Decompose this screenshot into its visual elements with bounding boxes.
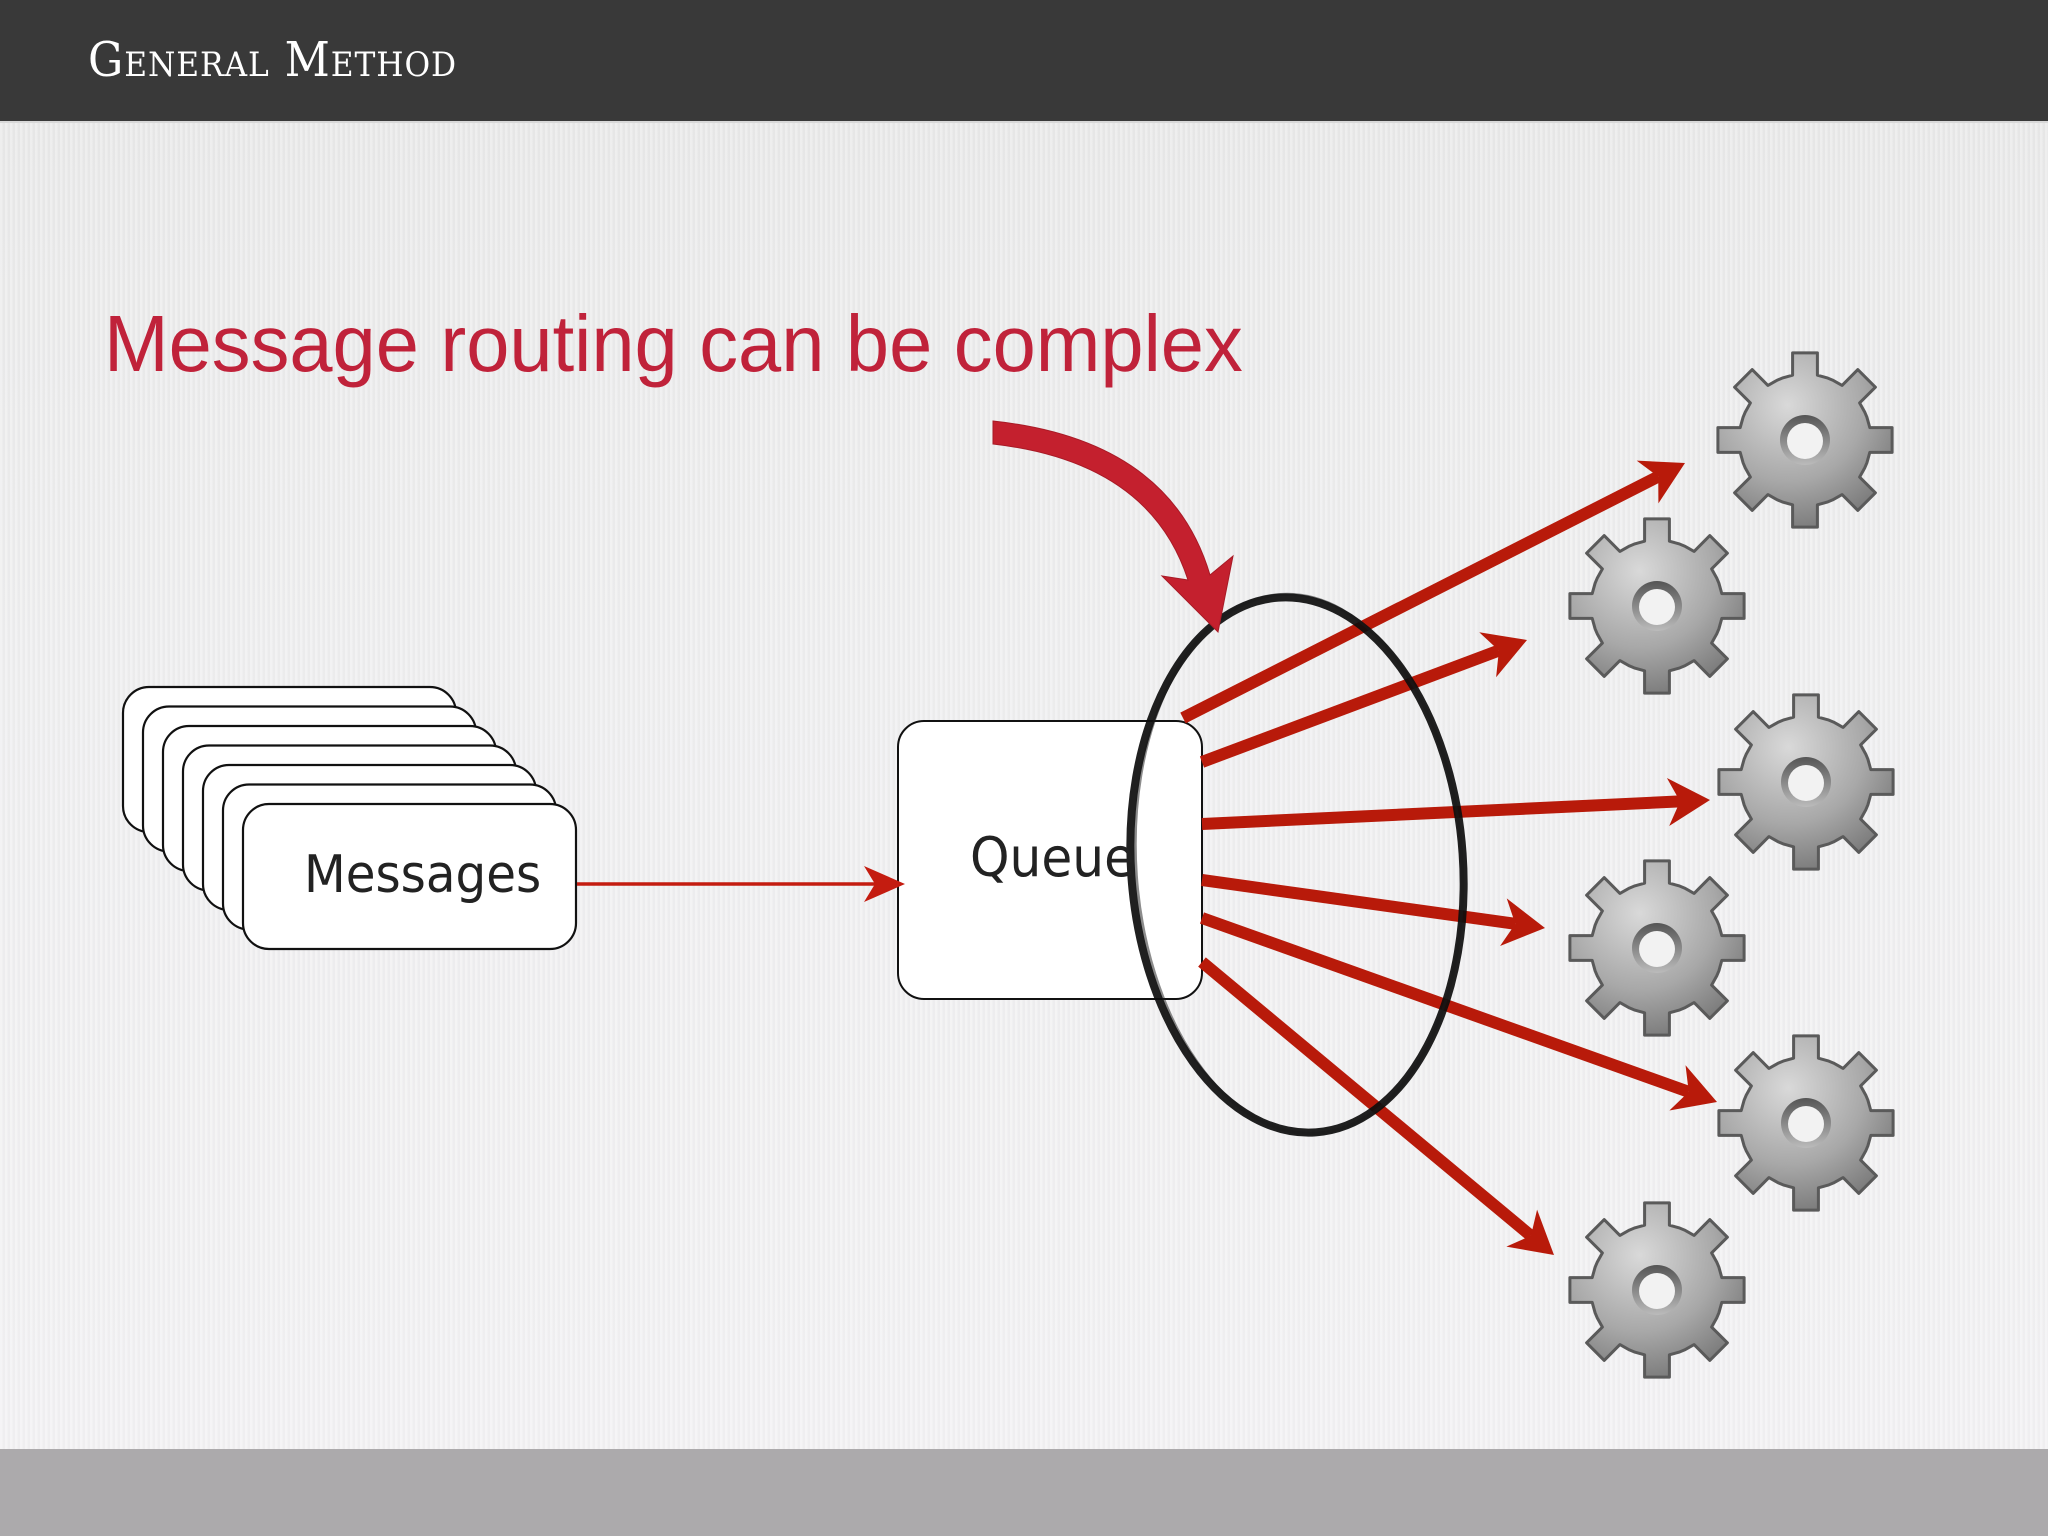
gear-icon xyxy=(1717,1034,1895,1212)
arrowhead-icon xyxy=(1500,898,1545,946)
arrowhead-icon xyxy=(1669,1065,1717,1111)
arrowhead-icon xyxy=(1479,632,1527,678)
gear-icon xyxy=(1568,859,1746,1037)
routing-arrow xyxy=(1201,778,1710,830)
arrowhead-icon xyxy=(1506,1209,1554,1255)
header-bar: General Method xyxy=(0,0,2048,123)
queue-label: Queue xyxy=(970,826,1135,889)
gear-icon xyxy=(1716,351,1894,529)
callout-arrow-icon xyxy=(992,420,1234,634)
routing-arrow xyxy=(1198,957,1554,1255)
routing-arrow xyxy=(1199,632,1527,768)
gear-icon xyxy=(1568,517,1746,695)
queue-rect xyxy=(897,720,1203,1000)
footer-bar xyxy=(0,1449,2048,1536)
messages-stack xyxy=(121,685,578,951)
gear-icon xyxy=(1717,693,1895,871)
slide-title: Message routing can be complex xyxy=(104,299,1243,388)
workers xyxy=(1568,351,1895,1379)
messages-label: Messages xyxy=(304,845,542,905)
gear-icon xyxy=(1568,1201,1746,1379)
section-title: General Method xyxy=(88,32,458,88)
highlight-ellipse xyxy=(1126,592,1468,1137)
arrowhead-icon xyxy=(1666,778,1710,826)
message-card xyxy=(241,802,578,951)
input-arrow xyxy=(577,866,905,902)
arrowhead-icon xyxy=(1636,460,1685,504)
routing-arrow xyxy=(1180,460,1685,724)
arrowhead-icon xyxy=(864,866,905,902)
queue-box xyxy=(897,720,1203,1000)
